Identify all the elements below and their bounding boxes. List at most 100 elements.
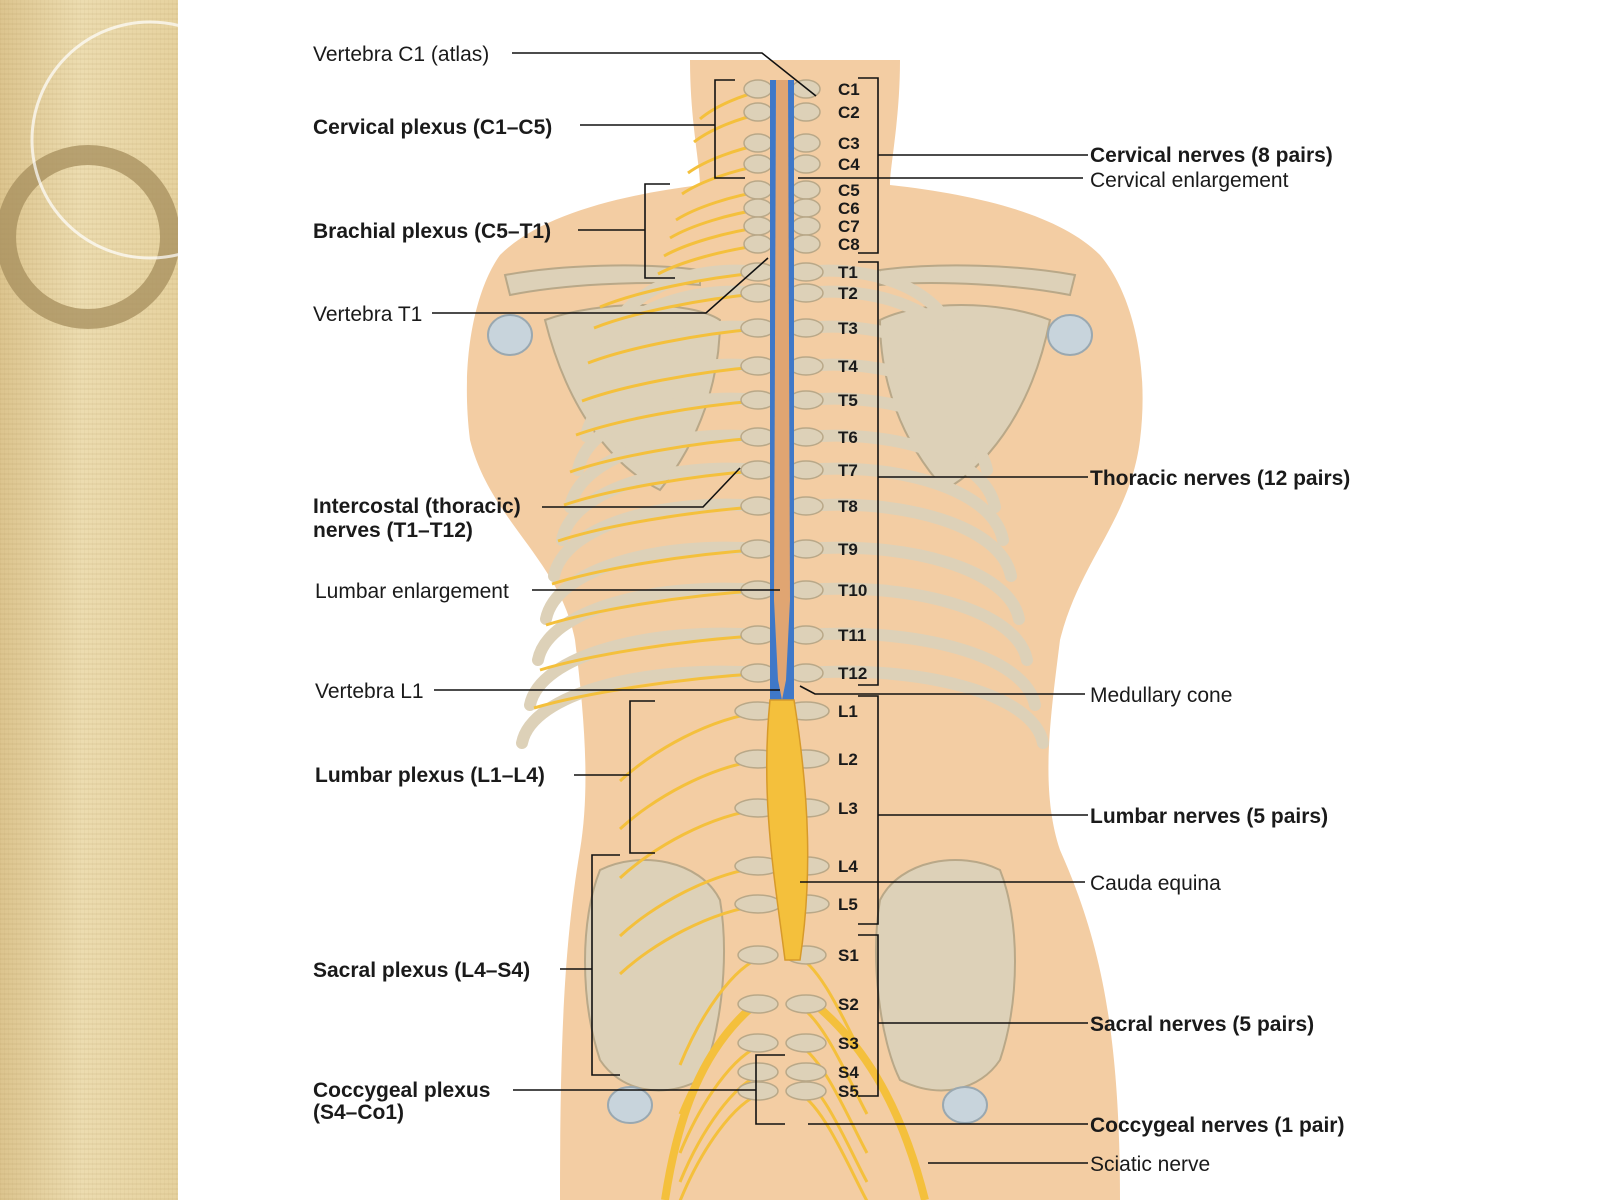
label-vertebra-l1: Vertebra L1: [315, 680, 424, 703]
right-labels: Cervical nerves (8 pairs) Cervical enlar…: [1090, 144, 1350, 1176]
sidebar-ring-thick: [0, 145, 178, 329]
bracket-sacral-nerves: [858, 934, 879, 1097]
bracket-sacral-plexus: [591, 854, 620, 1076]
rib-left: [604, 264, 766, 348]
vertebra-label: L1: [838, 702, 858, 721]
vertebra-label: T2: [838, 284, 858, 303]
rib-left: [596, 285, 766, 369]
vertebra-right: [788, 427, 824, 447]
rib-right: [799, 627, 1041, 711]
vertebra-left: [743, 234, 773, 254]
label-lumbar-enlargement: Lumbar enlargement: [315, 580, 509, 603]
vertebra-right: [788, 318, 824, 338]
vertebra-right: [785, 1081, 827, 1101]
vertebra-left: [743, 216, 773, 236]
vertebra-left: [737, 1062, 779, 1082]
vertebra-label: S2: [838, 995, 859, 1014]
rib-right: [799, 358, 985, 442]
vertebra-right: [788, 539, 824, 559]
bracket-thoracic-nerves: [858, 261, 879, 686]
vertebra-left: [743, 198, 773, 218]
vertebra-label: T8: [838, 497, 858, 516]
rib-left: [564, 429, 766, 513]
vertebra-left: [737, 994, 779, 1014]
right-iliac-bone: [875, 859, 1016, 1092]
bracket-cervical-nerves: [858, 77, 879, 254]
vertebra-right: [785, 994, 827, 1014]
sidebar-ring-thin: [30, 20, 178, 260]
label-sacral-plexus: Sacral plexus (L4–S4): [313, 959, 530, 982]
vertebra-left: [740, 318, 776, 338]
vertebra-label: L2: [838, 750, 858, 769]
rib-left: [540, 541, 766, 625]
label-brackets: [591, 77, 879, 1125]
ribs: [516, 264, 1049, 749]
vertebra-left: [737, 1081, 779, 1101]
vertebra-label: T6: [838, 428, 858, 447]
vertebra-label: T10: [838, 581, 867, 600]
vertebra-left: [740, 539, 776, 559]
vertebra-left: [743, 102, 773, 122]
rib-left: [588, 320, 766, 404]
label-vertebra-t1: Vertebra T1: [313, 303, 422, 326]
vertebra-right: [791, 133, 821, 153]
label-vertebra-c1: Vertebra C1 (atlas): [313, 43, 489, 66]
right-hip-joint: [942, 1086, 988, 1124]
vertebra-label: S3: [838, 1034, 859, 1053]
rib-left: [524, 627, 766, 711]
label-cervical-plexus: Cervical plexus (C1–C5): [313, 116, 552, 139]
vertebra-label: T1: [838, 263, 858, 282]
vertebra-left: [740, 427, 776, 447]
vertebra-right: [788, 283, 824, 303]
leader-lines: [432, 52, 1088, 1164]
vertebra-label: C3: [838, 134, 860, 153]
vertebra-right: [785, 1062, 827, 1082]
rib-right: [799, 429, 1001, 513]
rib-left: [572, 392, 766, 476]
sciatic-nerve-left: [661, 996, 763, 1200]
label-coccygeal-plexus-line1: Coccygeal plexus: [313, 1079, 490, 1102]
rib-right: [799, 498, 1017, 582]
vertebra-right: [791, 180, 821, 200]
bracket-cervical-plexus: [714, 79, 745, 179]
vertebra-left: [740, 283, 776, 303]
label-thoracic-nerves: Thoracic nerves (12 pairs): [1090, 467, 1350, 490]
vertebra-left: [737, 1033, 779, 1053]
vertebra-left: [740, 663, 776, 683]
vertebra-label: T12: [838, 664, 867, 683]
vertebra-label: L4: [838, 857, 858, 876]
vertebra-right: [788, 460, 824, 480]
vertebra-label: S1: [838, 946, 859, 965]
nerve-left: [551, 547, 771, 586]
vertebra-right: [791, 234, 821, 254]
vertebra-right: [788, 356, 824, 376]
nerve-left: [539, 633, 771, 672]
left-hip-joint: [607, 1086, 653, 1124]
vertebra-right: [791, 154, 821, 174]
nerve-left: [563, 468, 771, 507]
vertebra-left: [743, 154, 773, 174]
label-intercostal-line2: nerves (T1–T12): [313, 519, 473, 542]
label-sciatic-nerve: Sciatic nerve: [1090, 1153, 1210, 1176]
label-medullary-cone: Medullary cone: [1090, 684, 1232, 707]
right-clavicle: [879, 264, 1077, 297]
vertebra-left: [743, 180, 773, 200]
rib-left: [532, 582, 766, 666]
vertebra-label: S5: [838, 1082, 859, 1101]
sciatic-nerve: [807, 996, 929, 1200]
vertebra-left: [740, 356, 776, 376]
rib-right: [799, 582, 1033, 666]
rib-right: [799, 541, 1025, 625]
left-iliac-bone: [584, 859, 725, 1092]
vertebra-label: S4: [838, 1063, 859, 1082]
vertebra-label: L3: [838, 799, 858, 818]
vertebra-labels: C1C2C3C4C5C6C7C8T1T2T3T4T5T6T7T8T9T10T11…: [838, 80, 867, 1101]
left-labels: Vertebra C1 (atlas) Cervical plexus (C1–…: [313, 43, 552, 1124]
vertebra-right: [788, 390, 824, 410]
vertebra-left: [734, 894, 782, 914]
vertebra-left: [740, 625, 776, 645]
vertebra-left: [743, 79, 773, 99]
nerve-left: [545, 588, 771, 627]
rib-left: [556, 462, 766, 546]
vertebra-label: T9: [838, 540, 858, 559]
